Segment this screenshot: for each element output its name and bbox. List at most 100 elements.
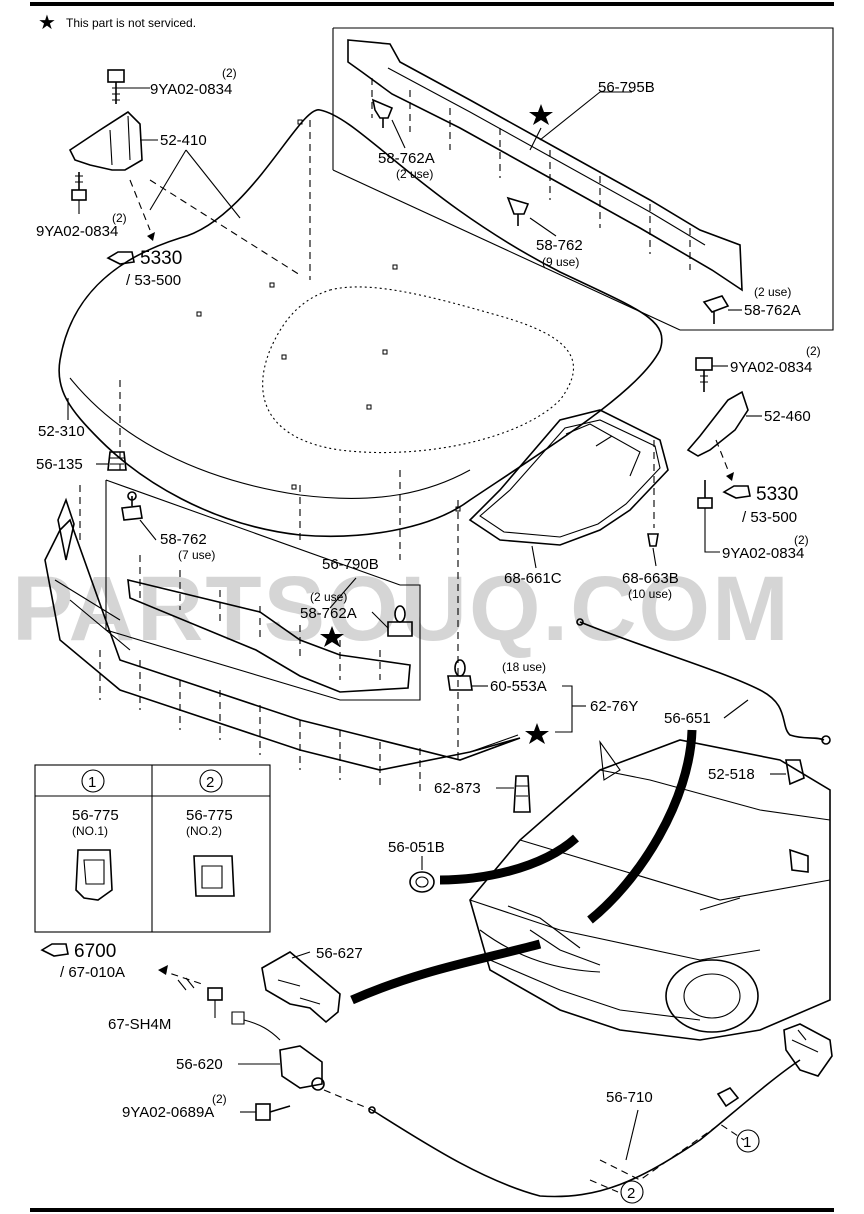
label-clip-58762a-right: 58-762A (744, 302, 801, 319)
label-bolt-right-bot: 9YA02-0834 (722, 545, 804, 562)
star-marker-top (529, 104, 553, 125)
clip-58762a-right-icon (702, 295, 730, 324)
bumper-62873-icon (496, 775, 531, 813)
pointer-latch (350, 939, 542, 1005)
label-clip-58762-mid-use: (7 use) (178, 548, 215, 562)
label-clip-60553a-use: (18 use) (502, 660, 546, 674)
bolt-top-icon (107, 69, 125, 104)
clip-68663b-icon (647, 440, 659, 567)
label-bolt-top: 9YA02-0834 (150, 81, 232, 98)
ref-pointer-right (722, 485, 751, 499)
label-seal-front: 56-790B (322, 556, 379, 573)
clip-variant-2-icon (193, 855, 235, 897)
label-bolt-right-bot-qty: (2) (794, 533, 809, 547)
star-marker-frame (525, 723, 549, 744)
bracket-52518-icon (770, 759, 805, 786)
label-bolt-top-qty: (2) (222, 66, 237, 80)
label-clip-58762a-right-use: (2 use) (754, 285, 791, 299)
notice-star: ★ (38, 12, 56, 34)
label-latch-56620: 56-620 (176, 1056, 223, 1073)
label-clip-58762a-mid: 58-762A (300, 605, 357, 622)
label-cable-56651: 56-651 (664, 710, 711, 727)
bolt-right-top-icon (695, 357, 713, 392)
right-hinge-group (686, 357, 762, 553)
notice-text: This part is not serviced. (66, 16, 196, 30)
label-clip-68663b-use: (10 use) (628, 587, 672, 601)
clip-variant-1-icon (75, 849, 113, 901)
bracket-56627-icon (261, 951, 341, 1024)
label-ref-5330-left: 5330 (140, 248, 182, 269)
label-ref-67010a: / 67-010A (60, 964, 125, 981)
car-front-view (469, 739, 831, 1041)
label-plug-56051b: 56-051B (388, 839, 445, 856)
label-ref-5330-right: 5330 (756, 484, 798, 505)
label-bolt-right-top: 9YA02-0834 (730, 359, 812, 376)
label-ref-53500-left: / 53-500 (126, 272, 181, 289)
label-bolt-latch: 9YA02-0689A (122, 1104, 214, 1121)
plug-56051b-icon (409, 856, 435, 893)
label-clip-58762a-mid-use: (2 use) (310, 590, 347, 604)
label-variant-2-num: 2 (206, 774, 214, 791)
ref-pointer-6700 (40, 943, 69, 957)
hinge-left-icon (68, 110, 143, 171)
variant-table (34, 764, 271, 933)
front-seal-group (105, 479, 421, 701)
label-ref-6700: 6700 (74, 941, 116, 962)
clip-60553a-icon (447, 659, 488, 691)
label-bolt-right-top-qty: (2) (806, 344, 821, 358)
pointer-cable (587, 729, 697, 924)
bumper-56135-icon (96, 451, 127, 471)
label-clip-60553a: 60-553A (490, 678, 547, 695)
label-hood: 52-310 (38, 423, 85, 440)
harness-67sh4m-icon (207, 987, 223, 1018)
label-callout-2: 2 (627, 1185, 635, 1202)
latch-56620-icon (231, 1011, 325, 1091)
clip-58762-mid-icon (121, 491, 143, 521)
label-bolt-latch-qty: (2) (212, 1092, 227, 1106)
not-serviced-notice: ★ This part is not serviced. (38, 12, 196, 34)
label-clip-68663b: 68-663B (622, 570, 679, 587)
label-ref-53500-right: / 53-500 (742, 509, 797, 526)
label-clip-58762-mid: 58-762 (160, 531, 207, 548)
label-bracket-52518: 52-518 (708, 766, 755, 783)
label-insulator-seal: 68-661C (504, 570, 562, 587)
label-bumper-62873: 62-873 (434, 780, 481, 797)
label-variant-2-part: 56-775 (186, 807, 233, 824)
label-clip-58762-top-use: (9 use) (542, 255, 579, 269)
label-bumper-56135: 56-135 (36, 456, 83, 473)
label-clip-58762a-top: 58-762A (378, 150, 435, 167)
top-rule (30, 2, 834, 6)
label-seal-top: 56-795B (598, 79, 655, 96)
upper-seal-group (332, 27, 834, 331)
watermark-text: PARTSOUQ.COM (12, 558, 791, 660)
label-seal-62-76y: 62-76Y (590, 698, 638, 715)
seal-strip-top (347, 39, 743, 292)
left-hinge-group (68, 69, 241, 241)
label-clip-58762a-top-use: (2 use) (396, 167, 433, 181)
bolt-right-bot-icon (697, 480, 713, 509)
clip-58762a-mid-icon (387, 605, 413, 637)
bolt-latch-icon (240, 1103, 291, 1121)
latch-group (158, 951, 341, 1121)
label-variant-1-sub: (NO.1) (72, 824, 108, 838)
cable-56710-icon (323, 1023, 833, 1204)
ref-pointer-left (106, 251, 135, 265)
label-cable-56710: 56-710 (606, 1089, 653, 1106)
hood-outline (58, 109, 663, 538)
label-variant-1-part: 56-775 (72, 807, 119, 824)
label-bolt-left-qty: (2) (112, 211, 127, 225)
cable-56651-icon (576, 618, 831, 745)
star-marker-mid (320, 626, 344, 647)
label-variant-2-sub: (NO.2) (186, 824, 222, 838)
label-hinge-right: 52-460 (764, 408, 811, 425)
label-bracket-56627: 56-627 (316, 945, 363, 962)
front-frame-62-76y (44, 485, 586, 795)
insulator-68661c (468, 409, 669, 569)
clip-58762a-top-icon (371, 98, 394, 128)
clip-58762-top-icon (506, 196, 530, 226)
hood-panel (58, 109, 663, 760)
bolt-left-icon (71, 172, 87, 201)
label-clip-58762-top: 58-762 (536, 237, 583, 254)
label-bolt-left: 9YA02-0834 (36, 223, 118, 240)
